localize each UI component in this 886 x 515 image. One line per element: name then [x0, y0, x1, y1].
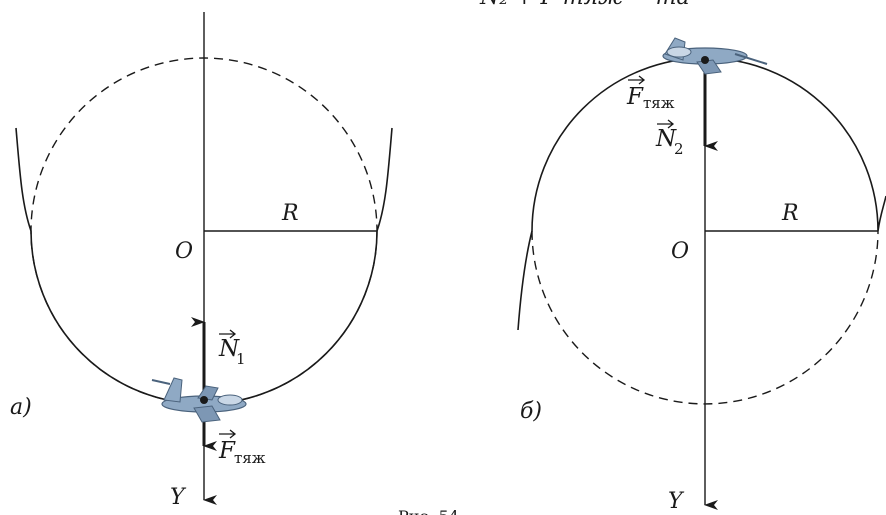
normal-force-symbol-a: N: [218, 336, 240, 362]
airplane-icon: [151, 377, 247, 423]
gravity-symbol-a: F: [218, 438, 236, 464]
center-label-a: O: [175, 239, 193, 264]
gravity-subscript-a: тяж: [234, 449, 266, 467]
gravity-symbol-b: F: [626, 84, 644, 110]
top-formula-text: N₂ + F тяж = ma: [479, 0, 690, 10]
gravity-label-a: F тяж: [218, 429, 266, 467]
normal-force-subscript-a: 1: [236, 350, 246, 368]
airplane-icon: [662, 37, 768, 75]
y-axis-label-a: Y: [170, 485, 187, 510]
panel-label-b: б): [520, 399, 542, 424]
normal-force-subscript-b: 2: [674, 140, 684, 158]
flight-path-b: [517, 57, 886, 331]
top-formula-fragment: N₂ + F тяж = ma: [479, 0, 690, 10]
y-axis-label-b: Y: [668, 489, 685, 514]
radius-label-a: R: [281, 201, 299, 226]
normal-force-label-a: N 1: [218, 329, 246, 368]
gravity-label-b: F тяж: [626, 75, 675, 112]
panel-b: R O F тяж N 2 Y б): [517, 37, 886, 514]
radius-label-b: R: [781, 201, 799, 226]
gravity-subscript-b: тяж: [643, 94, 675, 112]
normal-force-label-b: N 2: [655, 119, 684, 158]
normal-force-symbol-b: N: [655, 126, 677, 152]
panel-label-a: а): [10, 395, 32, 420]
figure-caption-fragment: Рис. 54: [398, 507, 459, 515]
center-label-b: O: [671, 239, 689, 264]
panel-a: R O N 1 F тяж Y а): [10, 12, 393, 510]
